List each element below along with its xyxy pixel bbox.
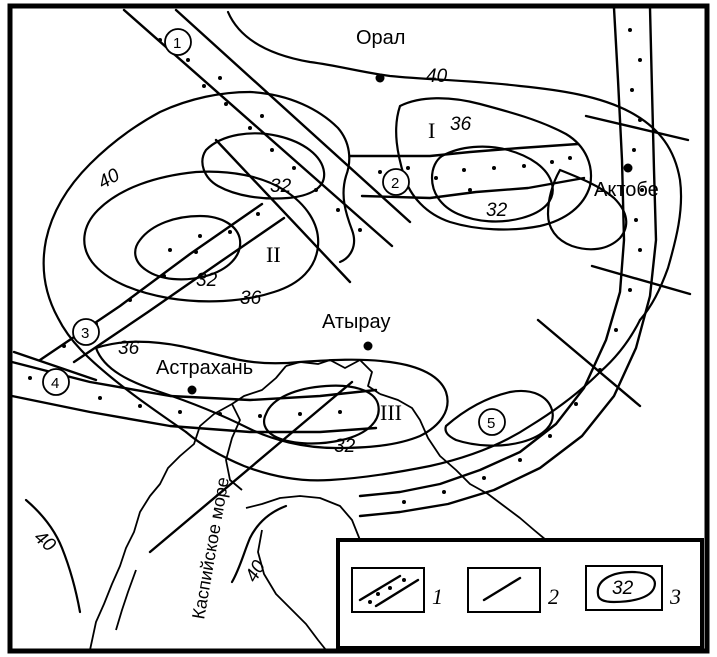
caspian-coastline xyxy=(89,359,547,651)
zone-number-1: 1 xyxy=(173,35,181,52)
legend-label-3: 3 xyxy=(669,584,681,609)
isoline-label-40-top: 40 xyxy=(426,66,448,87)
zone-markers: 1 2 3 4 5 xyxy=(42,28,506,436)
legend: 1 2 32 3 xyxy=(336,538,704,650)
region-labels: I II III xyxy=(266,118,435,425)
zone-marker-1 xyxy=(164,28,192,56)
isoline-label-32-i: 32 xyxy=(486,200,508,221)
faults xyxy=(12,114,692,554)
isoline-label-32-n: 32 xyxy=(270,176,292,197)
zone-marker-4 xyxy=(42,368,70,396)
isolines xyxy=(24,10,683,614)
map-frame xyxy=(7,3,710,654)
zone-number-3: 3 xyxy=(81,325,89,342)
zone-marker-3 xyxy=(72,318,100,346)
zone-marker-2 xyxy=(382,168,410,196)
legend-label-1: 1 xyxy=(432,584,443,609)
region-label-iii: III xyxy=(380,400,402,425)
isoline-label-40-s: 40 xyxy=(241,557,270,586)
city-dot-aktobe xyxy=(623,163,633,173)
isoline-label-40-sw: 40 xyxy=(30,527,60,557)
city-label-astrakhan: Астрахань xyxy=(156,357,253,379)
isoline-label-32-iii: 32 xyxy=(334,436,356,457)
isoline-label-36-i: 36 xyxy=(450,114,472,135)
zone-number-2: 2 xyxy=(391,175,399,192)
sea-label: Каспийское море xyxy=(188,476,233,621)
isoline-label-36-iii: 36 xyxy=(118,338,140,359)
legend-sample-3-value: 32 xyxy=(612,578,634,599)
isoline-labels: 40 40 40 40 36 36 36 32 32 32 32 xyxy=(30,66,508,586)
region-label-i: I xyxy=(428,118,435,143)
city-dot-atyrau xyxy=(363,341,373,351)
isoline-label-40-left: 40 xyxy=(95,165,124,194)
city-label-atyrau: Атырау xyxy=(322,311,390,333)
zone-number-4: 4 xyxy=(51,375,59,392)
cities: Орал Актобе Атырау Астрахань xyxy=(156,27,659,395)
zone-marker-5 xyxy=(478,408,506,436)
zone-number-5: 5 xyxy=(487,415,495,432)
legend-label-2: 2 xyxy=(548,584,559,609)
city-dot-oral xyxy=(375,73,385,83)
legend-sample-2 xyxy=(467,567,541,613)
isoline-label-32-ii: 32 xyxy=(196,270,218,291)
city-label-oral: Орал xyxy=(356,27,405,49)
city-label-aktobe: Актобе xyxy=(594,179,659,201)
city-dot-astrakhan xyxy=(187,385,197,395)
legend-sample-1 xyxy=(351,567,425,613)
isoline-label-36-ii: 36 xyxy=(240,288,262,309)
region-label-ii: II xyxy=(266,242,281,267)
